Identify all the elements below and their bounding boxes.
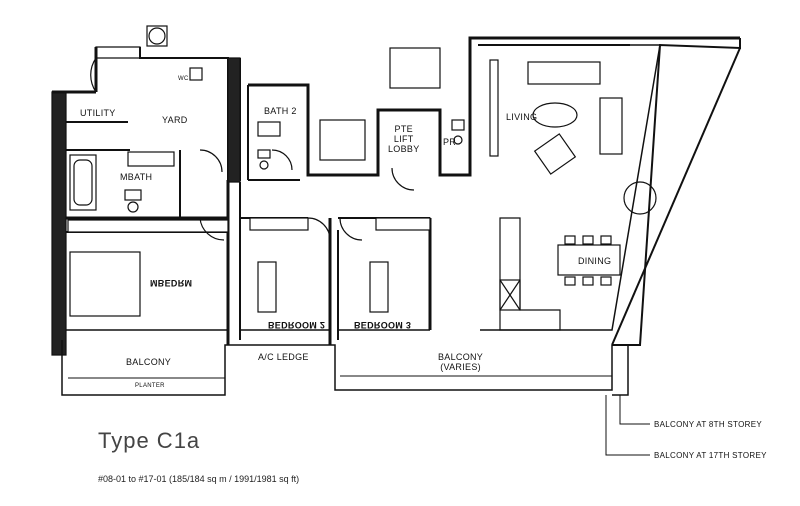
wardrobe	[375, 217, 431, 231]
ac-ledge-label: A/C LEDGE	[258, 352, 309, 362]
outer-wall	[51, 91, 67, 356]
note-balcony-17th: BALCONY AT 17TH STOREY	[654, 451, 767, 460]
pte-lift-lobby-label: PTE LIFT LOBBY	[388, 124, 420, 154]
wc-label: WC	[178, 76, 189, 82]
coffee-table	[532, 102, 578, 128]
wardrobe	[67, 219, 229, 233]
door-swing	[199, 149, 223, 173]
master-bed	[69, 251, 141, 317]
door-swing	[271, 149, 293, 171]
wardrobe	[249, 217, 309, 231]
armchair	[533, 133, 577, 175]
bath2-label: BATH 2	[264, 106, 297, 116]
door-swing	[307, 217, 331, 241]
pr-label: PR	[443, 137, 457, 147]
bed	[369, 261, 389, 313]
leader	[605, 395, 650, 456]
living-label: LIVING	[506, 112, 538, 122]
balcony-rail	[61, 340, 613, 396]
dining-label: DINING	[578, 256, 612, 266]
vanity	[127, 151, 175, 167]
planter-label: PLANTER	[135, 383, 165, 389]
mbath-label: MBATH	[120, 172, 153, 182]
door-swing	[339, 217, 363, 241]
toilet	[189, 67, 203, 81]
bedroom3-label: BEDROOM 3	[354, 320, 412, 330]
round-table	[623, 181, 657, 215]
master-bedroom-label: MBEDRM	[150, 278, 193, 288]
utility-label: UTILITY	[80, 108, 116, 118]
lift-shaft	[389, 47, 441, 89]
sofa	[527, 61, 601, 85]
toilet	[451, 119, 465, 131]
outer-wall	[227, 57, 241, 183]
toilet	[257, 149, 271, 159]
outer-wall-diag2	[611, 47, 741, 346]
kitchen-counter	[499, 217, 561, 331]
lift-shaft	[319, 119, 366, 161]
balcony-right-label: BALCONY (VARIES)	[438, 352, 484, 372]
door-swing	[391, 167, 415, 191]
outer-wall	[139, 47, 241, 181]
door-swing	[90, 57, 97, 93]
bathtub	[69, 154, 97, 211]
washer	[148, 27, 166, 45]
plan-title: Type C1a	[98, 428, 201, 453]
bed	[257, 261, 277, 313]
yard-label: YARD	[162, 115, 188, 125]
oven	[499, 279, 521, 311]
tv-console	[489, 59, 499, 157]
toilet	[124, 189, 142, 201]
bedroom2-label: BEDROOM 2	[268, 320, 326, 330]
plan-subtitle: #08-01 to #17-01 (185/184 sq m / 1991/19…	[98, 474, 300, 484]
note-balcony-8th: BALCONY AT 8TH STOREY	[654, 420, 762, 429]
outer-wall	[248, 36, 740, 177]
outer-wall-top-left	[95, 46, 141, 59]
balcony-edge	[612, 344, 629, 396]
leader	[619, 395, 650, 425]
outer-wall-diag	[480, 44, 661, 331]
door-swing	[199, 217, 225, 241]
balcony-left-label: BALCONY	[126, 357, 172, 367]
sofa	[599, 97, 623, 155]
dining-table	[557, 244, 621, 276]
